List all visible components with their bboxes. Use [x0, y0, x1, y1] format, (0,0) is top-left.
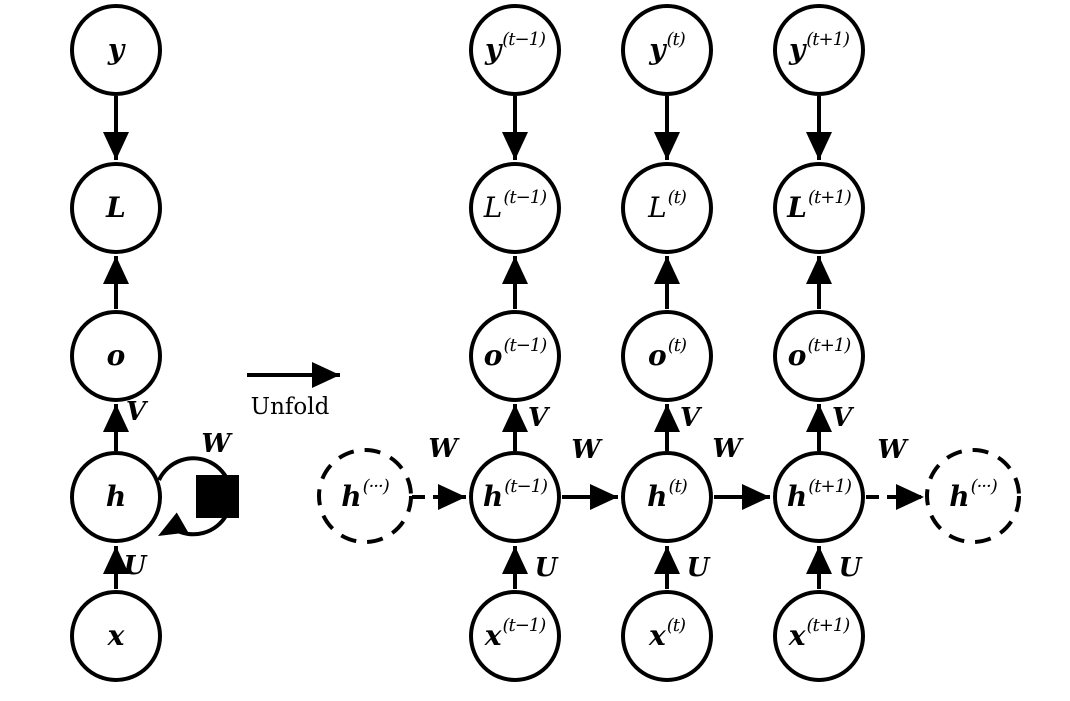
node-superscript: (t−1): [502, 615, 546, 636]
label-V-fold: V: [125, 397, 147, 427]
node-L-fold: L: [70, 162, 162, 254]
node-label: o: [483, 339, 503, 372]
node-y-tp1: y(t+1): [773, 4, 865, 96]
node-y-tm1: y(t−1): [469, 4, 561, 96]
node-superscript: (t−1): [503, 187, 547, 208]
label-U-tp1: U: [838, 553, 862, 583]
node-label: x: [107, 619, 125, 652]
node-y-t: y(t): [621, 4, 713, 96]
node-superscript: (t): [666, 615, 686, 636]
node-x-tm1: x(t−1): [469, 590, 561, 682]
node-superscript: (t): [668, 476, 688, 497]
node-h-fold: h: [70, 451, 162, 543]
node-superscript: (t+1): [806, 615, 850, 636]
node-superscript: (t): [667, 187, 687, 208]
node-label: h: [949, 480, 970, 513]
node-h-ghost-right: h(···): [927, 451, 1019, 543]
node-label: h: [647, 480, 668, 513]
node-superscript: (···): [362, 476, 390, 497]
node-label: L: [787, 191, 807, 224]
node-label: h: [105, 480, 127, 513]
node-superscript: (t+1): [808, 476, 852, 497]
label-W-fold: W: [201, 429, 231, 459]
node-label: y: [484, 33, 502, 66]
node-superscript: (t+1): [807, 187, 852, 208]
node-superscript: (···): [970, 476, 998, 497]
node-superscript: (t): [667, 335, 687, 356]
label-W-2: W: [571, 435, 601, 465]
node-x-tp1: x(t+1): [773, 590, 865, 682]
label-U-fold: U: [123, 551, 147, 581]
node-label: L: [483, 191, 503, 224]
node-L-tm1: L(t−1): [469, 162, 561, 254]
node-h-tp1: h(t+1): [773, 451, 865, 543]
node-label: y: [788, 33, 806, 66]
node-label: o: [787, 339, 807, 372]
self-loop-arrowhead: [158, 512, 189, 536]
node-superscript: (t−1): [503, 335, 547, 356]
node-label: y: [107, 33, 125, 66]
node-superscript: (t+1): [807, 335, 851, 356]
node-o-tm1: o(t−1): [469, 310, 561, 402]
node-superscript: (t): [666, 29, 686, 50]
node-label: h: [341, 480, 362, 513]
unfold-arrow-label: Unfold: [250, 394, 330, 420]
label-W-3: W: [712, 434, 742, 464]
node-L-tp1: L(t+1): [773, 162, 865, 254]
node-label: L: [106, 191, 126, 224]
label-W-1: W: [428, 434, 458, 464]
node-label: y: [649, 33, 666, 66]
label-V-tp1: V: [831, 403, 853, 433]
node-h-t: h(t): [621, 451, 713, 543]
node-h-ghost-left: h(···): [319, 451, 411, 543]
ghost-node-circle-left: [317, 448, 413, 544]
node-o-fold: o: [70, 310, 162, 402]
node-y-fold: y: [70, 4, 162, 96]
label-W-4: W: [877, 435, 907, 465]
node-label: L: [648, 191, 667, 224]
node-label: x: [484, 619, 502, 652]
node-o-t: o(t): [621, 310, 713, 402]
node-o-tp1: o(t+1): [773, 310, 865, 402]
node-label: x: [788, 619, 806, 652]
node-superscript: (t−1): [504, 476, 548, 497]
node-label: x: [649, 619, 666, 652]
ghost-node-circle-right: [925, 448, 1021, 544]
label-U-tm1: U: [534, 553, 558, 583]
node-label: h: [482, 480, 504, 513]
node-h-tm1: h(t−1): [469, 451, 561, 543]
node-x-t: x(t): [621, 590, 713, 682]
node-superscript: (t+1): [806, 29, 850, 50]
node-superscript: (t−1): [502, 29, 546, 50]
node-label: o: [106, 339, 126, 372]
node-label: o: [648, 339, 667, 372]
label-V-t: V: [679, 403, 701, 433]
node-label: h: [786, 480, 808, 513]
node-L-t: L(t): [621, 162, 713, 254]
label-V-tm1: V: [527, 403, 549, 433]
delay-square-icon: [196, 475, 239, 518]
label-U-t: U: [686, 553, 710, 583]
node-x-fold: x: [70, 590, 162, 682]
